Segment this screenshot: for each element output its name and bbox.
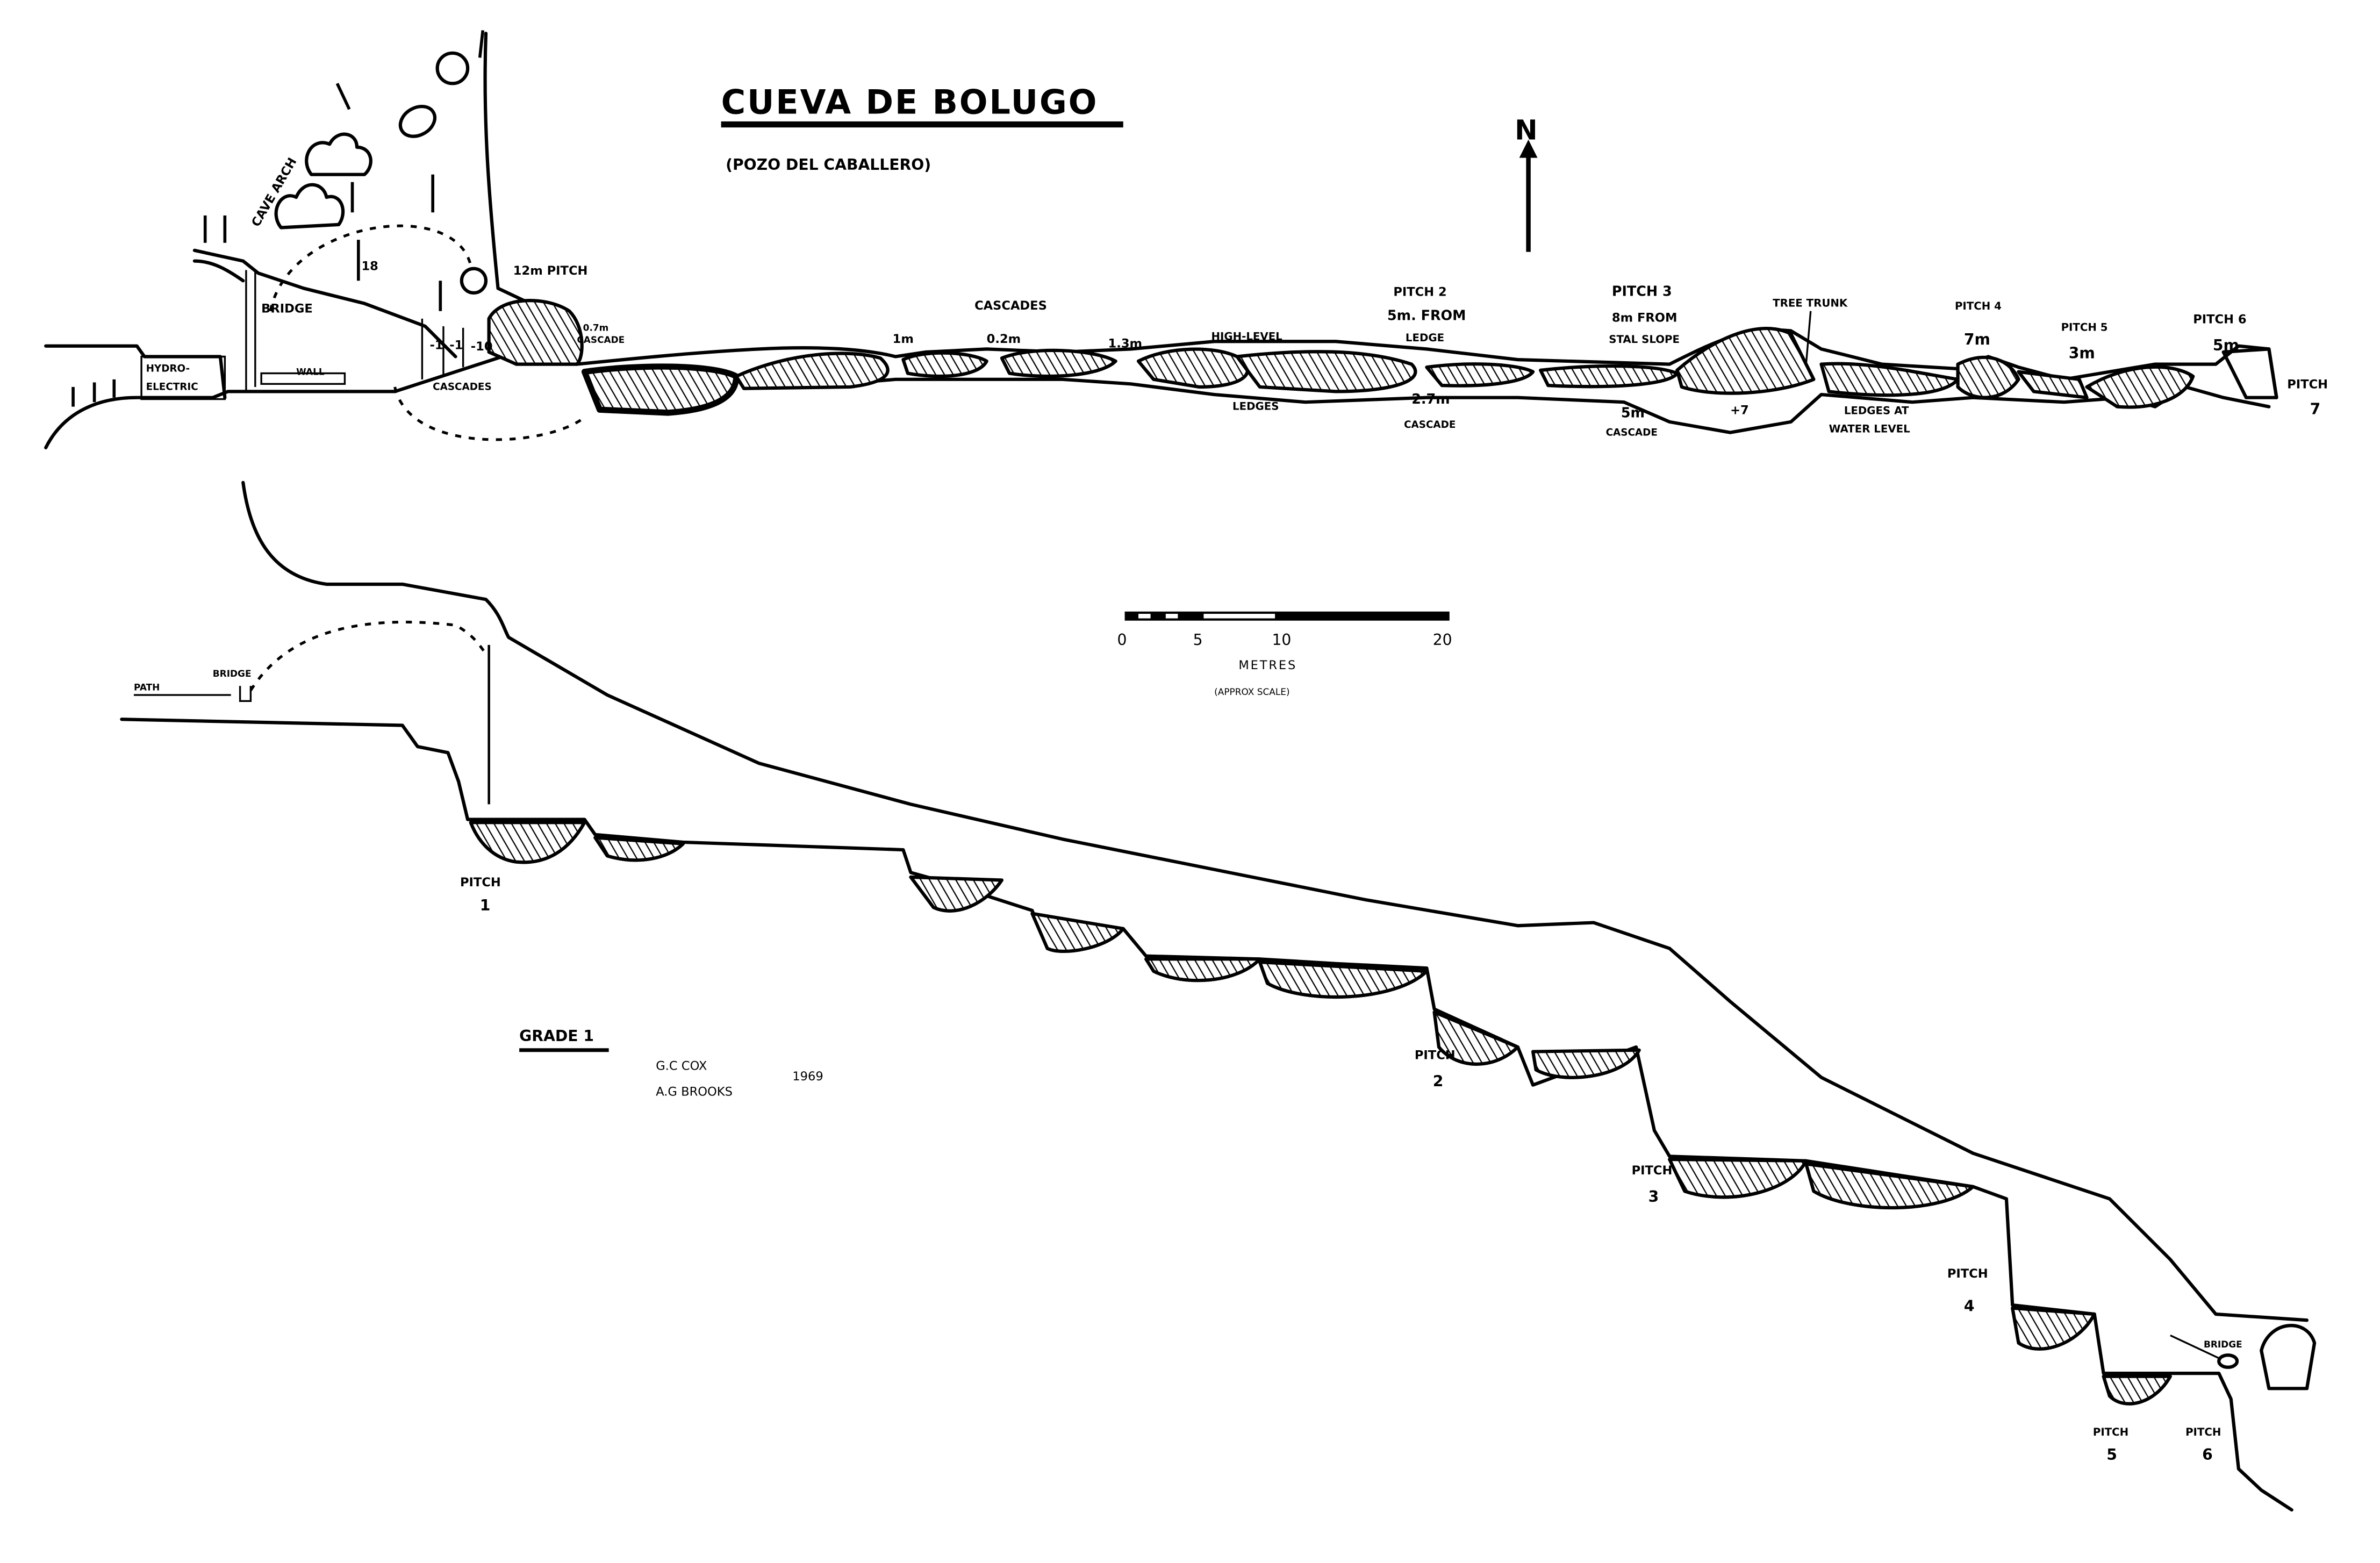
- pitch-5-num: 5: [2106, 1446, 2117, 1464]
- pitch-3-num: 3: [1648, 1188, 1659, 1206]
- label-wall: WALL: [296, 366, 325, 377]
- label-path: PATH: [134, 682, 160, 693]
- label-pitch6-b: 5m: [2213, 336, 2239, 354]
- label-plus7: +7: [1730, 404, 1749, 418]
- label-depth-b: -1: [449, 338, 463, 352]
- label-pitch5-b: 3m: [2069, 344, 2095, 362]
- label-cascade27-a: 2.7m: [1411, 391, 1450, 407]
- label-tree-trunk: TREE TRUNK: [1773, 297, 1848, 309]
- label-pitch5-a: PITCH 5: [2061, 321, 2108, 333]
- scale-bar: 0 5 10 20 METRES (APPROX SCALE): [1117, 611, 1452, 697]
- label-pitch7-a: PITCH: [2287, 378, 2328, 392]
- label-cascades: CASCADES: [974, 299, 1047, 313]
- label-bridge-top: BRIDGE: [213, 668, 252, 679]
- page-subtitle: (POZO DEL CABALLERO): [726, 156, 931, 174]
- label-depth-c: -10: [471, 340, 493, 354]
- label-hydro-1: HYDRO-: [146, 363, 190, 375]
- label-cascade-07-a: 0.7m: [583, 322, 609, 333]
- author-2: A.G BROOKS: [656, 1085, 733, 1099]
- north-arrow-icon: N: [1515, 114, 1538, 252]
- north-label: N: [1515, 114, 1538, 146]
- pitch-2-label: PITCH: [1415, 1049, 1456, 1063]
- scale-tick-20: 20: [1433, 631, 1452, 649]
- pitch-1-num: 1: [480, 897, 491, 914]
- plan-view: CAVE ARCH 18 12m PITCH BRIDGE WALL HYDRO…: [44, 30, 2328, 449]
- label-12m-pitch: 12m PITCH: [513, 264, 588, 278]
- label-ledges-water-b: WATER LEVEL: [1829, 423, 1911, 435]
- arrow-mark-label: 18: [361, 260, 378, 274]
- label-hydro-2: ELECTRIC: [146, 382, 198, 393]
- label-pitch7-b: 7: [2310, 400, 2321, 418]
- pitch-1-label: PITCH: [460, 876, 501, 890]
- cave-arch-label: CAVE ARCH: [249, 155, 299, 229]
- title-block: CUEVA DE BOLUGO (POZO DEL CABALLERO): [721, 83, 1123, 174]
- label-cascade-07-b: CASCADE: [577, 334, 625, 345]
- label-13m: 1.3m: [1108, 337, 1143, 351]
- label-bridge-end: BRIDGE: [2204, 1339, 2242, 1350]
- credits: GRADE 1 G.C COX A.G BROOKS 1969: [519, 1027, 823, 1099]
- label-02m: 0.2m: [987, 332, 1021, 346]
- label-pitch2-b: 5m. FROM: [1387, 307, 1466, 324]
- label-pitch4-a: PITCH 4: [1955, 300, 2002, 312]
- label-cascade5-a: 5m: [1621, 404, 1645, 420]
- pitch-5-label: PITCH: [2093, 1426, 2128, 1438]
- scale-tick-5: 5: [1193, 631, 1203, 649]
- page-title: CUEVA DE BOLUGO: [721, 83, 1099, 122]
- label-cascade27-b: CASCADE: [1404, 419, 1456, 431]
- label-pitch2-a: PITCH 2: [1393, 285, 1446, 299]
- scale-note: (APPROX SCALE): [1214, 686, 1289, 697]
- pitch-6-label: PITCH: [2185, 1426, 2221, 1438]
- label-cascades-entrance: CASCADES: [433, 382, 492, 393]
- label-depth-a: -1: [430, 338, 443, 352]
- author-1: G.C COX: [656, 1059, 707, 1073]
- label-pitch3-b: 8m FROM: [1612, 311, 1678, 325]
- pitch-2-num: 2: [1433, 1072, 1444, 1090]
- grade-label: GRADE 1: [519, 1027, 594, 1045]
- label-ledges: LEDGES: [1232, 400, 1279, 412]
- label-high-level: HIGH-LEVEL: [1211, 330, 1283, 342]
- label-pitch4-b: 7m: [1964, 331, 1990, 348]
- label-bridge: BRIDGE: [261, 302, 313, 316]
- water-arrow-icons: [71, 30, 485, 407]
- label-pitch3-a: PITCH 3: [1612, 283, 1672, 299]
- survey-year: 1969: [792, 1070, 823, 1084]
- pitch-4-label: PITCH: [1947, 1267, 1988, 1281]
- label-pitch6-a: PITCH 6: [2193, 312, 2246, 326]
- label-pitch3-c: STAL SLOPE: [1609, 333, 1680, 346]
- pitch-4-num: 4: [1964, 1297, 1975, 1315]
- label-1m: 1m: [893, 332, 914, 346]
- pitch-3-label: PITCH: [1632, 1164, 1673, 1178]
- scale-unit: METRES: [1238, 658, 1297, 672]
- scale-tick-0: 0: [1117, 631, 1127, 649]
- pitch-6-num: 6: [2202, 1446, 2213, 1464]
- scale-tick-10: 10: [1272, 631, 1291, 649]
- label-pitch2-c: LEDGE: [1406, 332, 1444, 344]
- elevation-view: PATH BRIDGE BRIDGE PITCH 1 PITCH 2 PITCH…: [120, 481, 2317, 1512]
- label-ledges-water-a: LEDGES AT: [1844, 405, 1909, 417]
- label-cascade5-b: CASCADE: [1606, 427, 1658, 438]
